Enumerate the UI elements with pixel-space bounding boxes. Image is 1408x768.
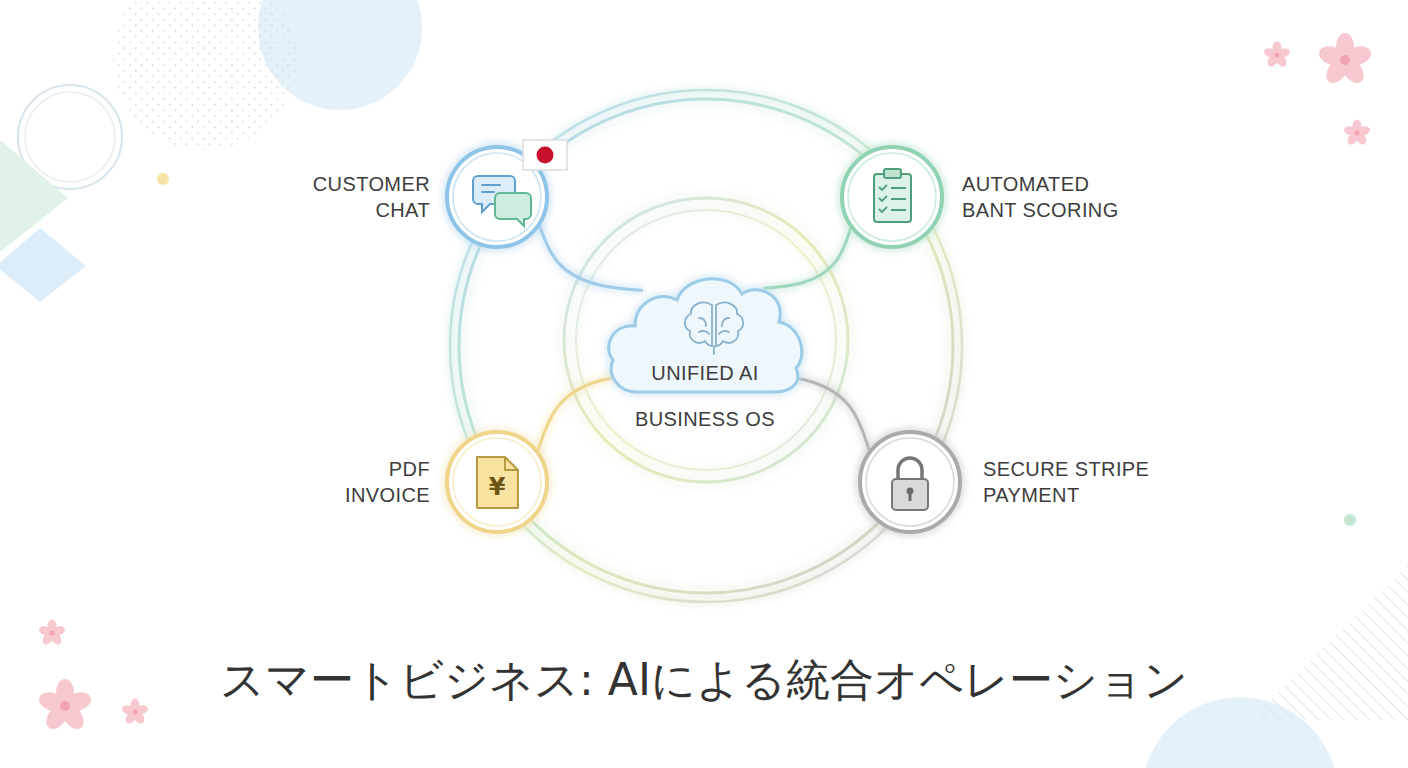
- brain-icon: [685, 303, 743, 354]
- deco-dot: [1344, 514, 1356, 526]
- connector-curve: [765, 226, 852, 288]
- hub-label: UNIFIED AI: [605, 360, 805, 386]
- lock-icon: [892, 458, 928, 510]
- chat-line: [482, 184, 500, 186]
- node-outline: [442, 142, 552, 252]
- invoice-fold: [505, 457, 518, 470]
- deco-circle: [1142, 697, 1338, 768]
- sakura-flower: [37, 679, 94, 733]
- circle-inner-ring: [453, 438, 541, 526]
- circle-inner-ring: [453, 153, 541, 241]
- node-label: SECURE STRIPE PAYMENT: [983, 456, 1158, 508]
- deco-circle: [258, 0, 422, 110]
- circle-inner-ring: [848, 153, 936, 241]
- inner-ring: [564, 198, 848, 482]
- lock-keyhole: [909, 492, 912, 501]
- flag-field: [523, 140, 567, 170]
- circle-inner-ring: [866, 438, 954, 526]
- hub-label: BUSINESS OS: [605, 406, 805, 432]
- brain-half: [685, 303, 712, 346]
- chat-line: [482, 191, 494, 193]
- check-lines: [891, 188, 906, 210]
- icon-circle: SECURE STRIPE PAYMENT: [855, 427, 965, 537]
- deco-dots: [113, 0, 297, 150]
- diagram-title: スマートビジネス: AIによる統合オペレーション: [0, 648, 1408, 712]
- circle-outline: [860, 432, 960, 532]
- sakura-flower: [38, 620, 66, 647]
- node-label: PDF INVOICE: [305, 456, 430, 508]
- chat-bubble: [495, 193, 531, 226]
- icon-circle: CUSTOMER CHAT: [442, 142, 552, 252]
- check-marks: [879, 185, 887, 212]
- invoice-icon: [477, 457, 518, 508]
- node-label: AUTOMATED BANT SCORING: [962, 171, 1137, 223]
- brain-half: [716, 303, 743, 346]
- lock-shackle: [898, 458, 922, 480]
- cloud-hub: UNIFIED AIBUSINESS OS: [605, 266, 805, 396]
- deco-ring: [18, 85, 122, 189]
- chat-icon: [473, 176, 531, 226]
- inner-ring: [576, 210, 836, 470]
- node-outline: [837, 142, 947, 252]
- flag-sun: [537, 147, 554, 164]
- japan-flag: [523, 140, 567, 170]
- deco-ring: [25, 92, 115, 182]
- node-label: CUSTOMER CHAT: [305, 171, 430, 223]
- icon-symbol: ¥: [489, 473, 506, 501]
- chat-bubble: [473, 176, 515, 212]
- deco-dot: [157, 173, 169, 185]
- brain-folds: [699, 318, 729, 354]
- deco-hatch: [1250, 565, 1408, 720]
- node-outline: [855, 427, 965, 537]
- sakura-flower: [1343, 120, 1371, 147]
- connector-curve: [539, 224, 642, 290]
- invoice-sheet: [477, 457, 518, 508]
- circle-outline: [447, 147, 547, 247]
- circle-outline: [842, 147, 942, 247]
- clipboard-clip: [884, 169, 901, 178]
- icon-circle: AUTOMATED BANT SCORING: [837, 142, 947, 252]
- sakura-flower: [121, 699, 149, 726]
- clipboard-icon: [874, 169, 911, 222]
- deco-diamond: [0, 228, 86, 302]
- clipboard-board: [874, 174, 911, 222]
- sakura-flower: [1263, 42, 1291, 69]
- lock-body: [892, 479, 928, 510]
- circle-outline: [447, 432, 547, 532]
- lock-keyhole: [907, 488, 914, 495]
- sakura-flower: [1317, 33, 1374, 87]
- deco-triangle: [0, 140, 68, 252]
